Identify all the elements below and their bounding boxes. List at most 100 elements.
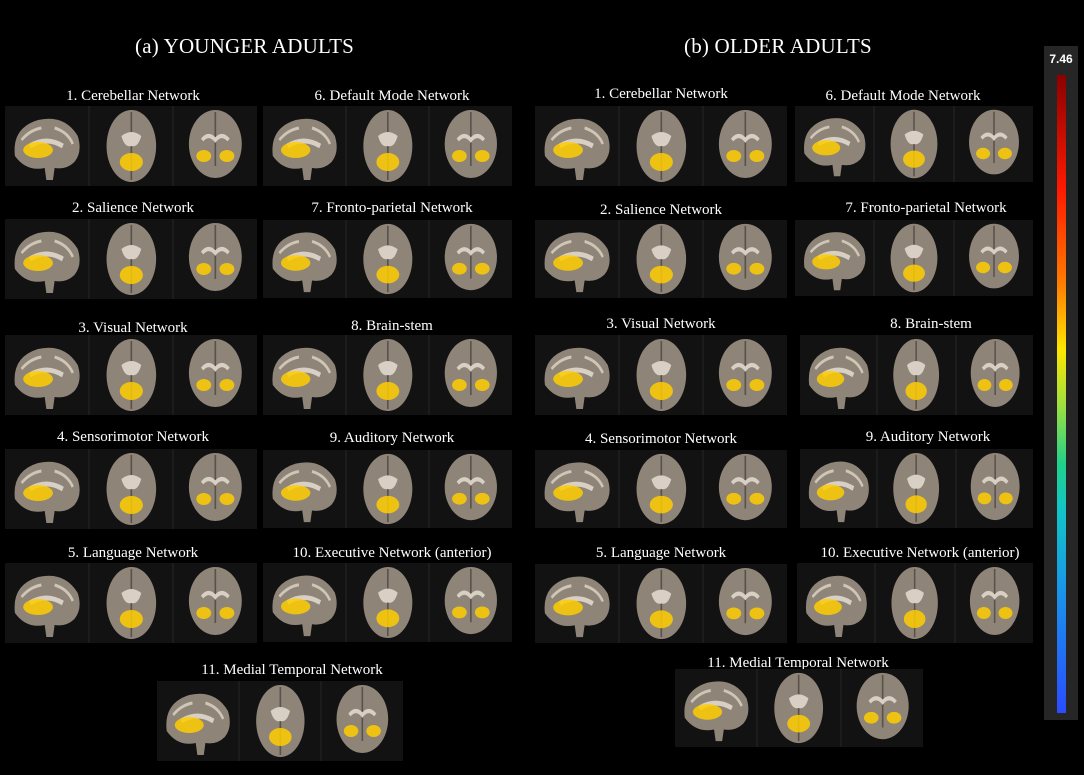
brain-slice-cor — [430, 450, 513, 528]
brain-slice-ax — [89, 219, 173, 299]
brain-strip-default-mode-older — [795, 106, 1033, 182]
brain-strip-visual-younger — [5, 335, 258, 415]
brain-slice-sag — [800, 335, 877, 415]
brain-strip-cerebellar-younger — [5, 106, 258, 186]
brain-strip-sensorimotor-younger — [5, 449, 258, 529]
brain-slice-ax — [619, 106, 703, 186]
brain-slice-ax — [878, 449, 955, 528]
brain-slice-ax — [89, 563, 173, 643]
brain-strip-auditory-younger — [263, 450, 513, 528]
brain-strip-language-older — [535, 564, 788, 643]
brain-slice-cor — [955, 220, 1033, 296]
network-title: 7. Fronto-parietal Network — [845, 200, 1007, 216]
brain-slice-ax — [346, 450, 429, 528]
brain-strip-brain-stem-younger — [263, 335, 513, 415]
network-title: 10. Executive Network (anterior) — [292, 545, 492, 561]
brain-slice-cor — [955, 563, 1033, 643]
network-title: 9. Auditory Network — [329, 430, 455, 446]
brain-strip-salience-older — [535, 220, 788, 298]
network-title: 3. Visual Network — [606, 316, 716, 332]
brain-slice-ax — [239, 681, 321, 761]
brain-slice-cor — [704, 220, 788, 298]
network-title: 9. Auditory Network — [865, 429, 991, 445]
brain-slice-ax — [619, 220, 703, 298]
network-title: 8. Brain-stem — [890, 316, 972, 332]
brain-strip-default-mode-younger — [263, 106, 513, 186]
brain-slice-ax — [89, 106, 173, 186]
brain-slice-sag — [263, 450, 345, 528]
brain-slice-sag — [535, 106, 618, 186]
network-title: 2. Salience Network — [71, 200, 195, 216]
brain-slice-sag — [5, 563, 88, 643]
brain-strip-medial-temporal-older — [675, 669, 923, 747]
brain-slice-cor — [174, 563, 258, 643]
network-title: 4. Sensorimotor Network — [56, 429, 210, 445]
brain-slice-sag — [5, 335, 88, 415]
network-title: 8. Brain-stem — [351, 318, 433, 334]
network-title: 2. Salience Network — [599, 202, 723, 218]
brain-strip-medial-temporal-younger — [157, 681, 404, 761]
panel-heading-younger: (a) YOUNGER ADULTS — [135, 34, 355, 58]
brain-slice-sag — [675, 669, 757, 747]
brain-slice-ax — [89, 449, 173, 529]
brain-slice-ax — [876, 563, 954, 643]
brain-slice-sag — [800, 449, 877, 528]
brain-slice-cor — [430, 220, 513, 298]
brain-slice-sag — [535, 335, 618, 415]
brain-slice-cor — [704, 335, 788, 415]
brain-strip-salience-younger — [5, 219, 258, 299]
colorbar-gradient — [1057, 75, 1066, 713]
colorbar: 7.46 — [1044, 46, 1078, 720]
network-title: 10. Executive Network (anterior) — [820, 545, 1020, 561]
brain-slice-sag — [263, 220, 345, 298]
brain-strip-fronto-parietal-older — [795, 220, 1033, 296]
brain-strip-fronto-parietal-younger — [263, 220, 513, 298]
brain-strip-executive-older — [797, 563, 1033, 643]
brain-slice-sag — [263, 335, 345, 415]
network-title: 11. Medial Temporal Network — [201, 662, 383, 678]
brain-strip-visual-older — [535, 335, 788, 415]
brain-slice-cor — [956, 335, 1033, 415]
brain-slice-cor — [430, 335, 513, 415]
network-title: 1. Cerebellar Network — [66, 88, 200, 104]
brain-slice-sag — [5, 106, 88, 186]
brain-slice-cor — [174, 335, 258, 415]
brain-slice-ax — [346, 106, 429, 186]
brain-strip-language-younger — [5, 563, 258, 643]
brain-slice-cor — [430, 106, 513, 186]
brain-slice-cor — [955, 106, 1033, 182]
brain-slice-ax — [878, 335, 955, 415]
brain-slice-sag — [535, 220, 618, 298]
brain-slice-sag — [263, 106, 345, 186]
network-title: 7. Fronto-parietal Network — [311, 200, 473, 216]
brain-slice-sag — [535, 564, 618, 643]
brain-strip-sensorimotor-older — [535, 450, 788, 528]
brain-slice-sag — [795, 106, 873, 182]
panel-heading-older: (b) OLDER ADULTS — [684, 34, 872, 58]
brain-slice-ax — [875, 106, 953, 182]
brain-slice-cor — [704, 564, 788, 643]
brain-slice-cor — [841, 669, 923, 747]
network-title: 5. Language Network — [67, 545, 199, 561]
brain-slice-sag — [797, 563, 875, 643]
brain-slice-ax — [619, 564, 703, 643]
brain-slice-sag — [5, 219, 88, 299]
brain-slice-sag — [157, 681, 238, 761]
brain-slice-sag — [5, 449, 88, 529]
brain-slice-cor — [704, 106, 788, 186]
brain-slice-cor — [430, 563, 513, 642]
brain-slice-cor — [956, 449, 1033, 528]
brain-slice-sag — [535, 450, 618, 528]
brain-slice-ax — [619, 335, 703, 415]
network-title: 3. Visual Network — [78, 320, 188, 336]
network-title: 11. Medial Temporal Network — [707, 655, 889, 671]
brain-slice-ax — [619, 450, 703, 528]
network-title: 4. Sensorimotor Network — [584, 431, 738, 447]
brain-slice-cor — [322, 681, 404, 761]
colorbar-max-label: 7.46 — [1049, 52, 1073, 66]
brain-strip-cerebellar-older — [535, 106, 788, 186]
brain-strip-executive-younger — [263, 563, 513, 642]
brain-slice-cor — [704, 450, 788, 528]
brain-strip-auditory-older — [800, 449, 1033, 528]
brain-slice-sag — [263, 563, 345, 642]
